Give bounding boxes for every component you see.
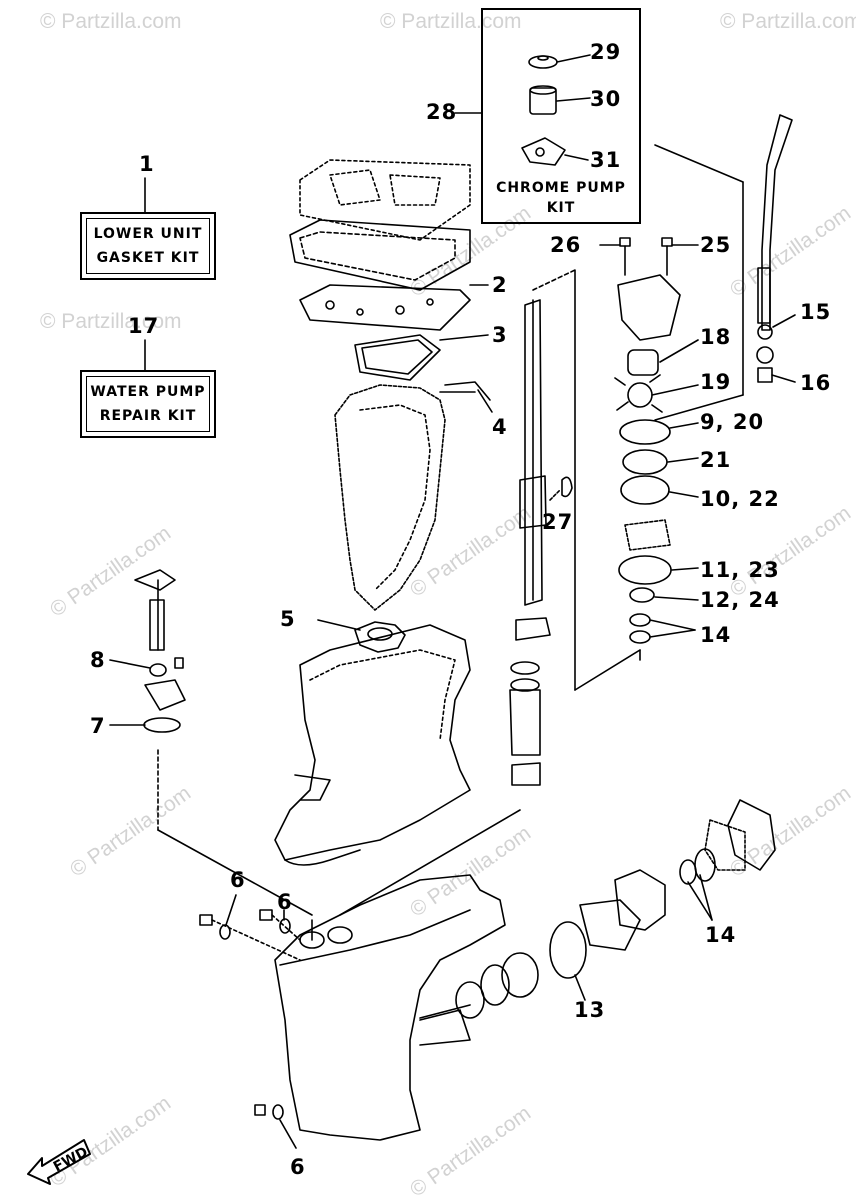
callout-28: 28: [426, 100, 458, 124]
callout-17: 17: [128, 314, 160, 338]
prop-housing-parts: [419, 799, 776, 1019]
lower-unit-housing: [274, 874, 506, 1141]
bolt-26: [619, 237, 631, 276]
lower-unit-gasket-kit: LOWER UNIT GASKET KIT: [80, 212, 216, 280]
callout-14: 14: [705, 923, 737, 947]
callout-8: 8: [90, 648, 106, 672]
watermark: © Partzilla.com: [720, 10, 856, 33]
callout-5: 5: [280, 607, 296, 631]
chrome-kit-subtitle: KIT: [546, 200, 576, 216]
callout-6: 6: [290, 1155, 306, 1179]
callout-2: 2: [492, 273, 508, 297]
middle-casing: [274, 624, 471, 866]
callout-19: 19: [700, 370, 732, 394]
callout-26: 26: [550, 233, 582, 257]
drive-shaft: [515, 299, 551, 641]
kit-line: LOWER UNIT: [93, 226, 203, 242]
kit-line: REPAIR KIT: [99, 408, 197, 424]
callout-27: 27: [542, 510, 574, 534]
bolt-25: [661, 237, 673, 276]
exhaust-guide: [334, 384, 446, 611]
callout-6: 6: [277, 890, 293, 914]
watermark: © Partzilla.com: [40, 310, 182, 333]
callout-10-22: 10, 22: [700, 487, 780, 511]
callout-25: 25: [700, 233, 732, 257]
callout-14: 14: [700, 623, 732, 647]
speedometer-parts: [134, 569, 186, 733]
callout-1: 1: [139, 152, 155, 176]
kit-line: WATER PUMP: [90, 384, 206, 400]
callout-16: 16: [800, 371, 832, 395]
water-pump-repair-kit: WATER PUMP REPAIR KIT: [80, 370, 216, 438]
callout-4: 4: [492, 415, 508, 439]
callout-11-23: 11, 23: [700, 558, 780, 582]
callout-18: 18: [700, 325, 732, 349]
pump-housing-18: [617, 274, 681, 376]
kit-line: GASKET KIT: [96, 250, 200, 266]
callout-15: 15: [800, 300, 832, 324]
callout-21: 21: [700, 448, 732, 472]
callout-3: 3: [492, 323, 508, 347]
fwd-arrow-icon: FWD: [27, 1139, 91, 1185]
chrome-kit-title: CHROME PUMP: [496, 180, 626, 196]
plates: [618, 419, 672, 644]
watermark: © Partzilla.com: [380, 10, 522, 33]
callout-31: 31: [590, 148, 622, 172]
callout-7: 7: [90, 714, 106, 738]
callout-29: 29: [590, 40, 622, 64]
bolts-6: [199, 909, 301, 1120]
gasket-3: [354, 334, 441, 381]
chrome-kit-parts: [521, 55, 566, 166]
impeller-19: [614, 374, 663, 413]
gasket-2: [299, 284, 471, 331]
callout-12-24: 12, 24: [700, 588, 780, 612]
water-tube: [756, 114, 793, 383]
callout-30: 30: [590, 87, 622, 111]
callout-6: 6: [230, 868, 246, 892]
callout-9-20: 9, 20: [700, 410, 765, 434]
callout-13: 13: [574, 998, 606, 1022]
watermark: © Partzilla.com: [40, 10, 182, 33]
chrome-pump-kit-box: CHROME PUMP KIT: [481, 8, 641, 224]
upper-gasket-plate: [289, 159, 471, 291]
